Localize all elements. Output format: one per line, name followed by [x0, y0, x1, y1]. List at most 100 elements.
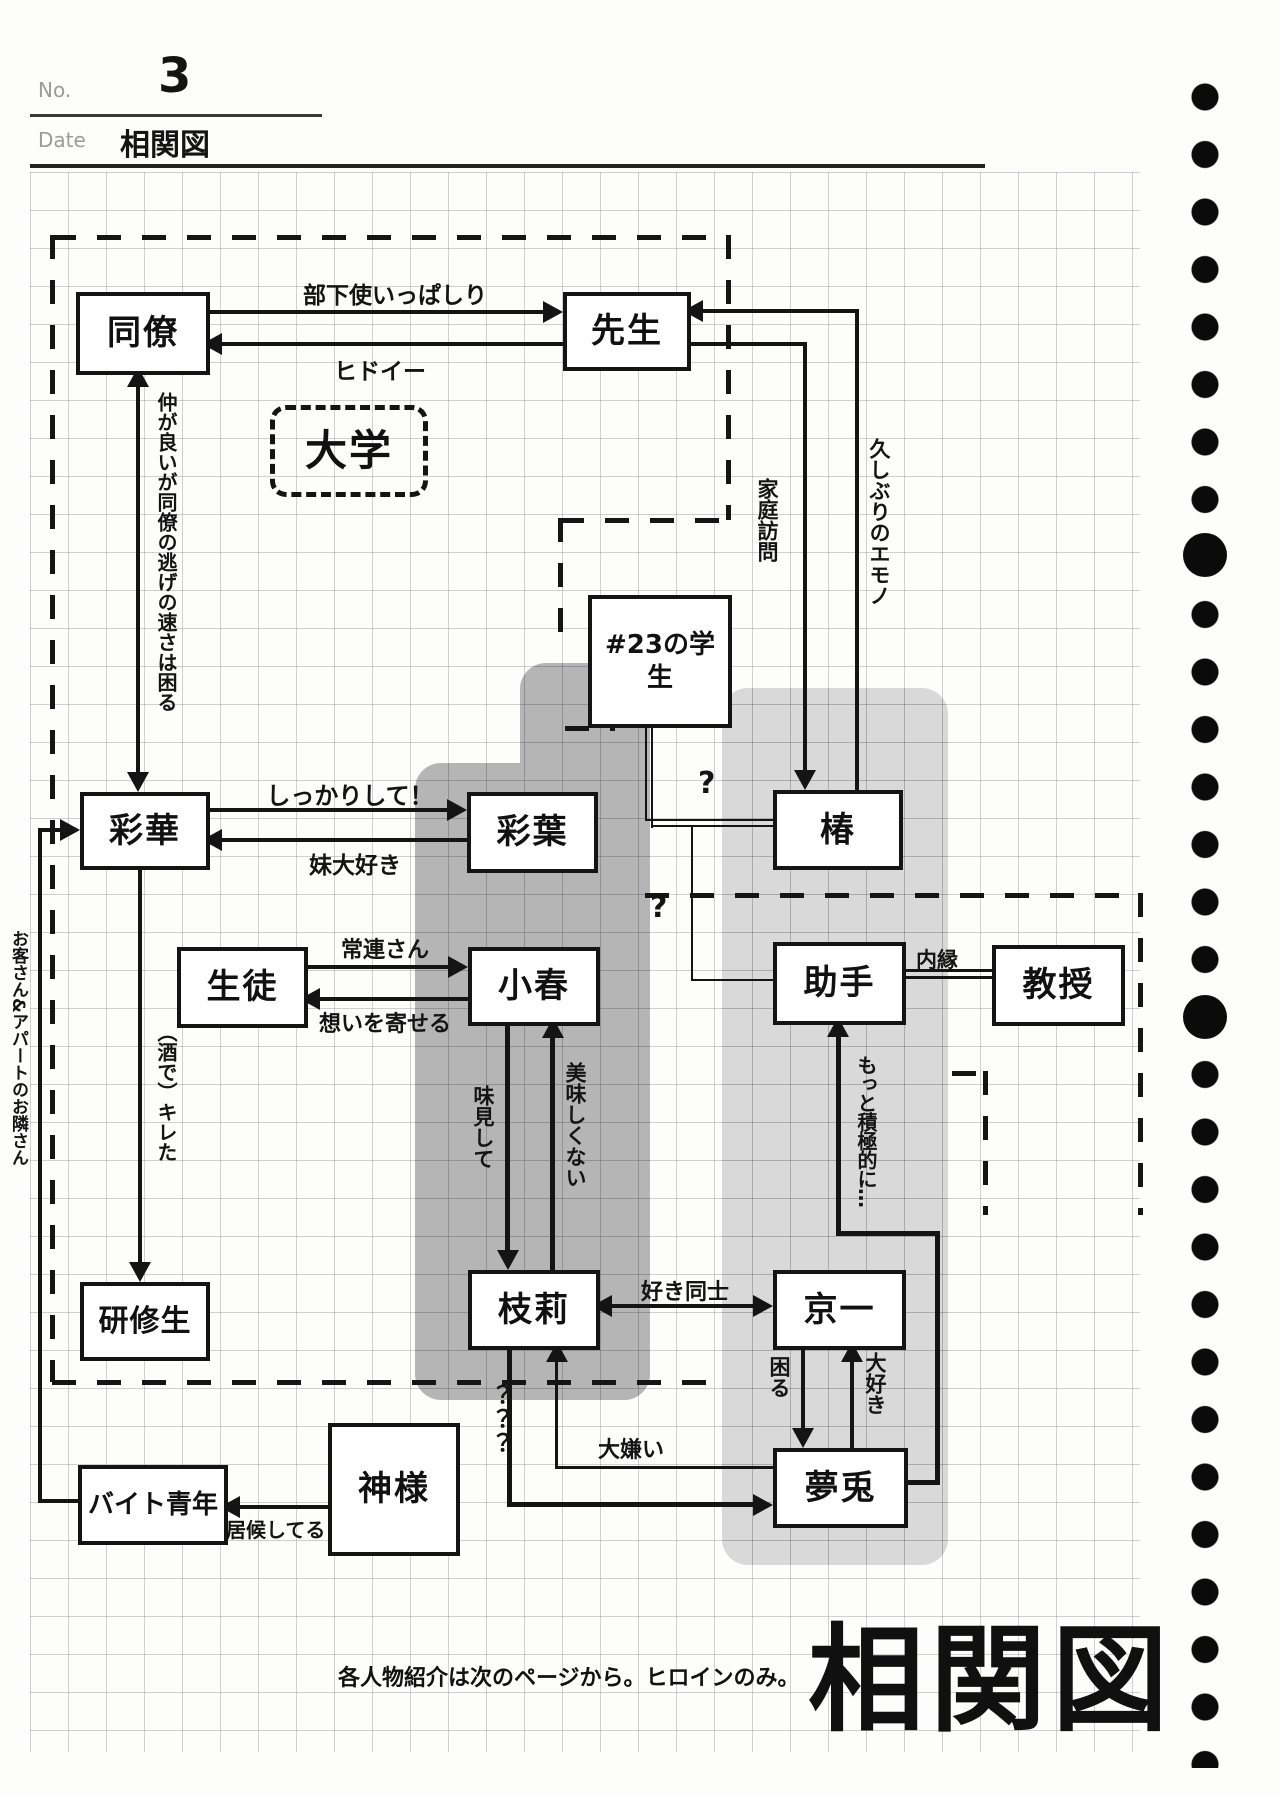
label-regular: 常連さん [340, 938, 429, 963]
arrowhead [60, 819, 80, 841]
arrow-eri-muu-v [507, 1342, 512, 1505]
arrow-pupil-koharu [300, 965, 448, 969]
arrow-iroha-ayaka [222, 838, 467, 842]
arrow-kyoichi-muu [801, 1342, 805, 1428]
arrow-muu-eri-h [555, 1466, 773, 1469]
node-professor: 教授 [992, 945, 1125, 1026]
date-rule [30, 164, 985, 168]
node-eri: 枝莉 [468, 1270, 600, 1350]
node-tsubaki: 椿 [773, 790, 903, 870]
arrow-tsubaki-teacher-v [855, 309, 859, 790]
arrow-ayaka-trainee [138, 862, 142, 1264]
dashed-fragment [565, 726, 615, 731]
line-assistant-professor-1 [898, 969, 992, 972]
footer-caption: 各人物紹介は次のページから。ヒロインのみ。 [338, 1666, 800, 1691]
arrowhead [448, 956, 468, 978]
dashed-lab-zone-top [645, 893, 1140, 898]
dashed-zone-left [50, 235, 55, 1382]
arrowhead [753, 1295, 773, 1317]
binder-hole-large [1183, 995, 1227, 1039]
arrow-colleague-ayaka [136, 385, 140, 775]
dashed-zone-jog-v [558, 518, 563, 650]
arrowhead [129, 1262, 151, 1282]
node-trainee: 研修生 [80, 1282, 210, 1361]
line-student23-assistant-v [691, 826, 693, 980]
arrow-god-parttimer [240, 1505, 328, 1509]
line-assistant-professor-2 [898, 976, 992, 979]
dashed-inner-zone-right [983, 1071, 988, 1215]
arrow-teacher-tsubaki-v [803, 342, 807, 772]
arrow-eri-koharu [550, 1038, 555, 1270]
line-student23-tsubaki-1h [645, 819, 773, 821]
node-colleague: 同僚 [76, 292, 210, 375]
node-kyoichi: 京一 [773, 1270, 906, 1350]
arrow-eri-kyoichi [612, 1304, 753, 1308]
arrowhead [447, 799, 467, 821]
dashed-zone-jog-h [560, 518, 728, 523]
label-sislove: 妹大好き [309, 853, 401, 879]
node-student23: #23の学生 [588, 595, 732, 728]
date-label: Date [38, 128, 86, 152]
arrow-parttimer-ayaka-b [38, 1499, 78, 1503]
line-student23-tsubaki-2h [651, 825, 773, 827]
node-pupil: 生徒 [177, 947, 308, 1028]
binder-hole-large [1183, 533, 1227, 577]
label-feelings: 想いを寄せる [318, 1012, 451, 1037]
arrow-muu-kyoichi [850, 1362, 854, 1448]
node-god: 神様 [328, 1423, 460, 1556]
node-assistant: 助手 [773, 942, 906, 1025]
arrow-colleague-teacher [202, 310, 543, 314]
node-koharu: 小春 [468, 947, 600, 1026]
arrowhead [497, 1250, 519, 1270]
big-title: 相関図 [808, 1613, 1174, 1748]
label-troubled: 困る [767, 1356, 791, 1398]
arrow-muu-assistant-4 [836, 1037, 841, 1233]
node-parttimer: バイト青年 [78, 1465, 228, 1545]
label-errand: 部下使いっぱしり [303, 283, 487, 309]
arrowhead [543, 301, 563, 323]
label-question-assistant: ? [650, 890, 668, 925]
label-daisuki: 大好き [863, 1352, 887, 1415]
arrow-muu-assistant-1 [900, 1480, 940, 1485]
line-student23-tsubaki-1v [645, 720, 647, 820]
arrow-muu-assistant-3 [836, 1231, 940, 1236]
node-ayaka: 彩華 [80, 792, 210, 870]
arrowhead [794, 770, 816, 790]
arrow-koharu-eri [505, 1018, 510, 1252]
line-student23-assistant-h [691, 979, 773, 981]
label-nottasty: 美味しくない [563, 1062, 587, 1188]
label-homevisit: 家庭訪問 [755, 478, 779, 562]
node-university: 大学 [270, 405, 428, 497]
arrowhead [753, 1494, 773, 1516]
binder-holes [1175, 68, 1235, 1768]
arrow-tsubaki-teacher-h [703, 309, 857, 313]
label-mutuallove: 好き同士 [640, 1280, 729, 1305]
line-student23-tsubaki-2v [651, 720, 653, 828]
dashed-zone-bottom [52, 1380, 720, 1385]
node-muu: 夢兎 [773, 1448, 908, 1528]
arrow-muu-assistant-2 [935, 1233, 940, 1485]
label-motto: もっと積極的に… [854, 1055, 878, 1207]
label-hidoi: ヒドイー [334, 359, 426, 385]
label-naien: 内縁 [916, 948, 958, 972]
label-taste: 味見して [471, 1085, 495, 1169]
arrow-teacher-tsubaki-h [683, 342, 807, 346]
dashed-zone-top [52, 235, 728, 240]
arrow-parttimer-ayaka-v [38, 830, 42, 1503]
node-iroha: 彩葉 [467, 792, 598, 873]
label-sake: （酒で）キレた [154, 1022, 178, 1162]
arrow-ayaka-iroha [202, 808, 447, 812]
dashed-zone-right [726, 235, 731, 520]
page-title: 相関図 [120, 128, 210, 163]
arrow-teacher-colleague [222, 342, 563, 346]
node-teacher: 先生 [563, 292, 691, 371]
dashed-inner-zone-top [952, 1071, 985, 1076]
arrowhead [792, 1428, 814, 1448]
dashed-lab-zone-right [1138, 893, 1143, 1215]
label-daikirai: 大嫌い [598, 1438, 665, 1463]
no-label: No. [38, 78, 72, 102]
arrowhead [127, 772, 149, 792]
label-customer: お客さん&アパートのお隣さん [8, 930, 28, 1166]
label-freeload: 居候してる [226, 1518, 326, 1542]
label-emono: 久しぶりのエモノ [867, 438, 891, 606]
